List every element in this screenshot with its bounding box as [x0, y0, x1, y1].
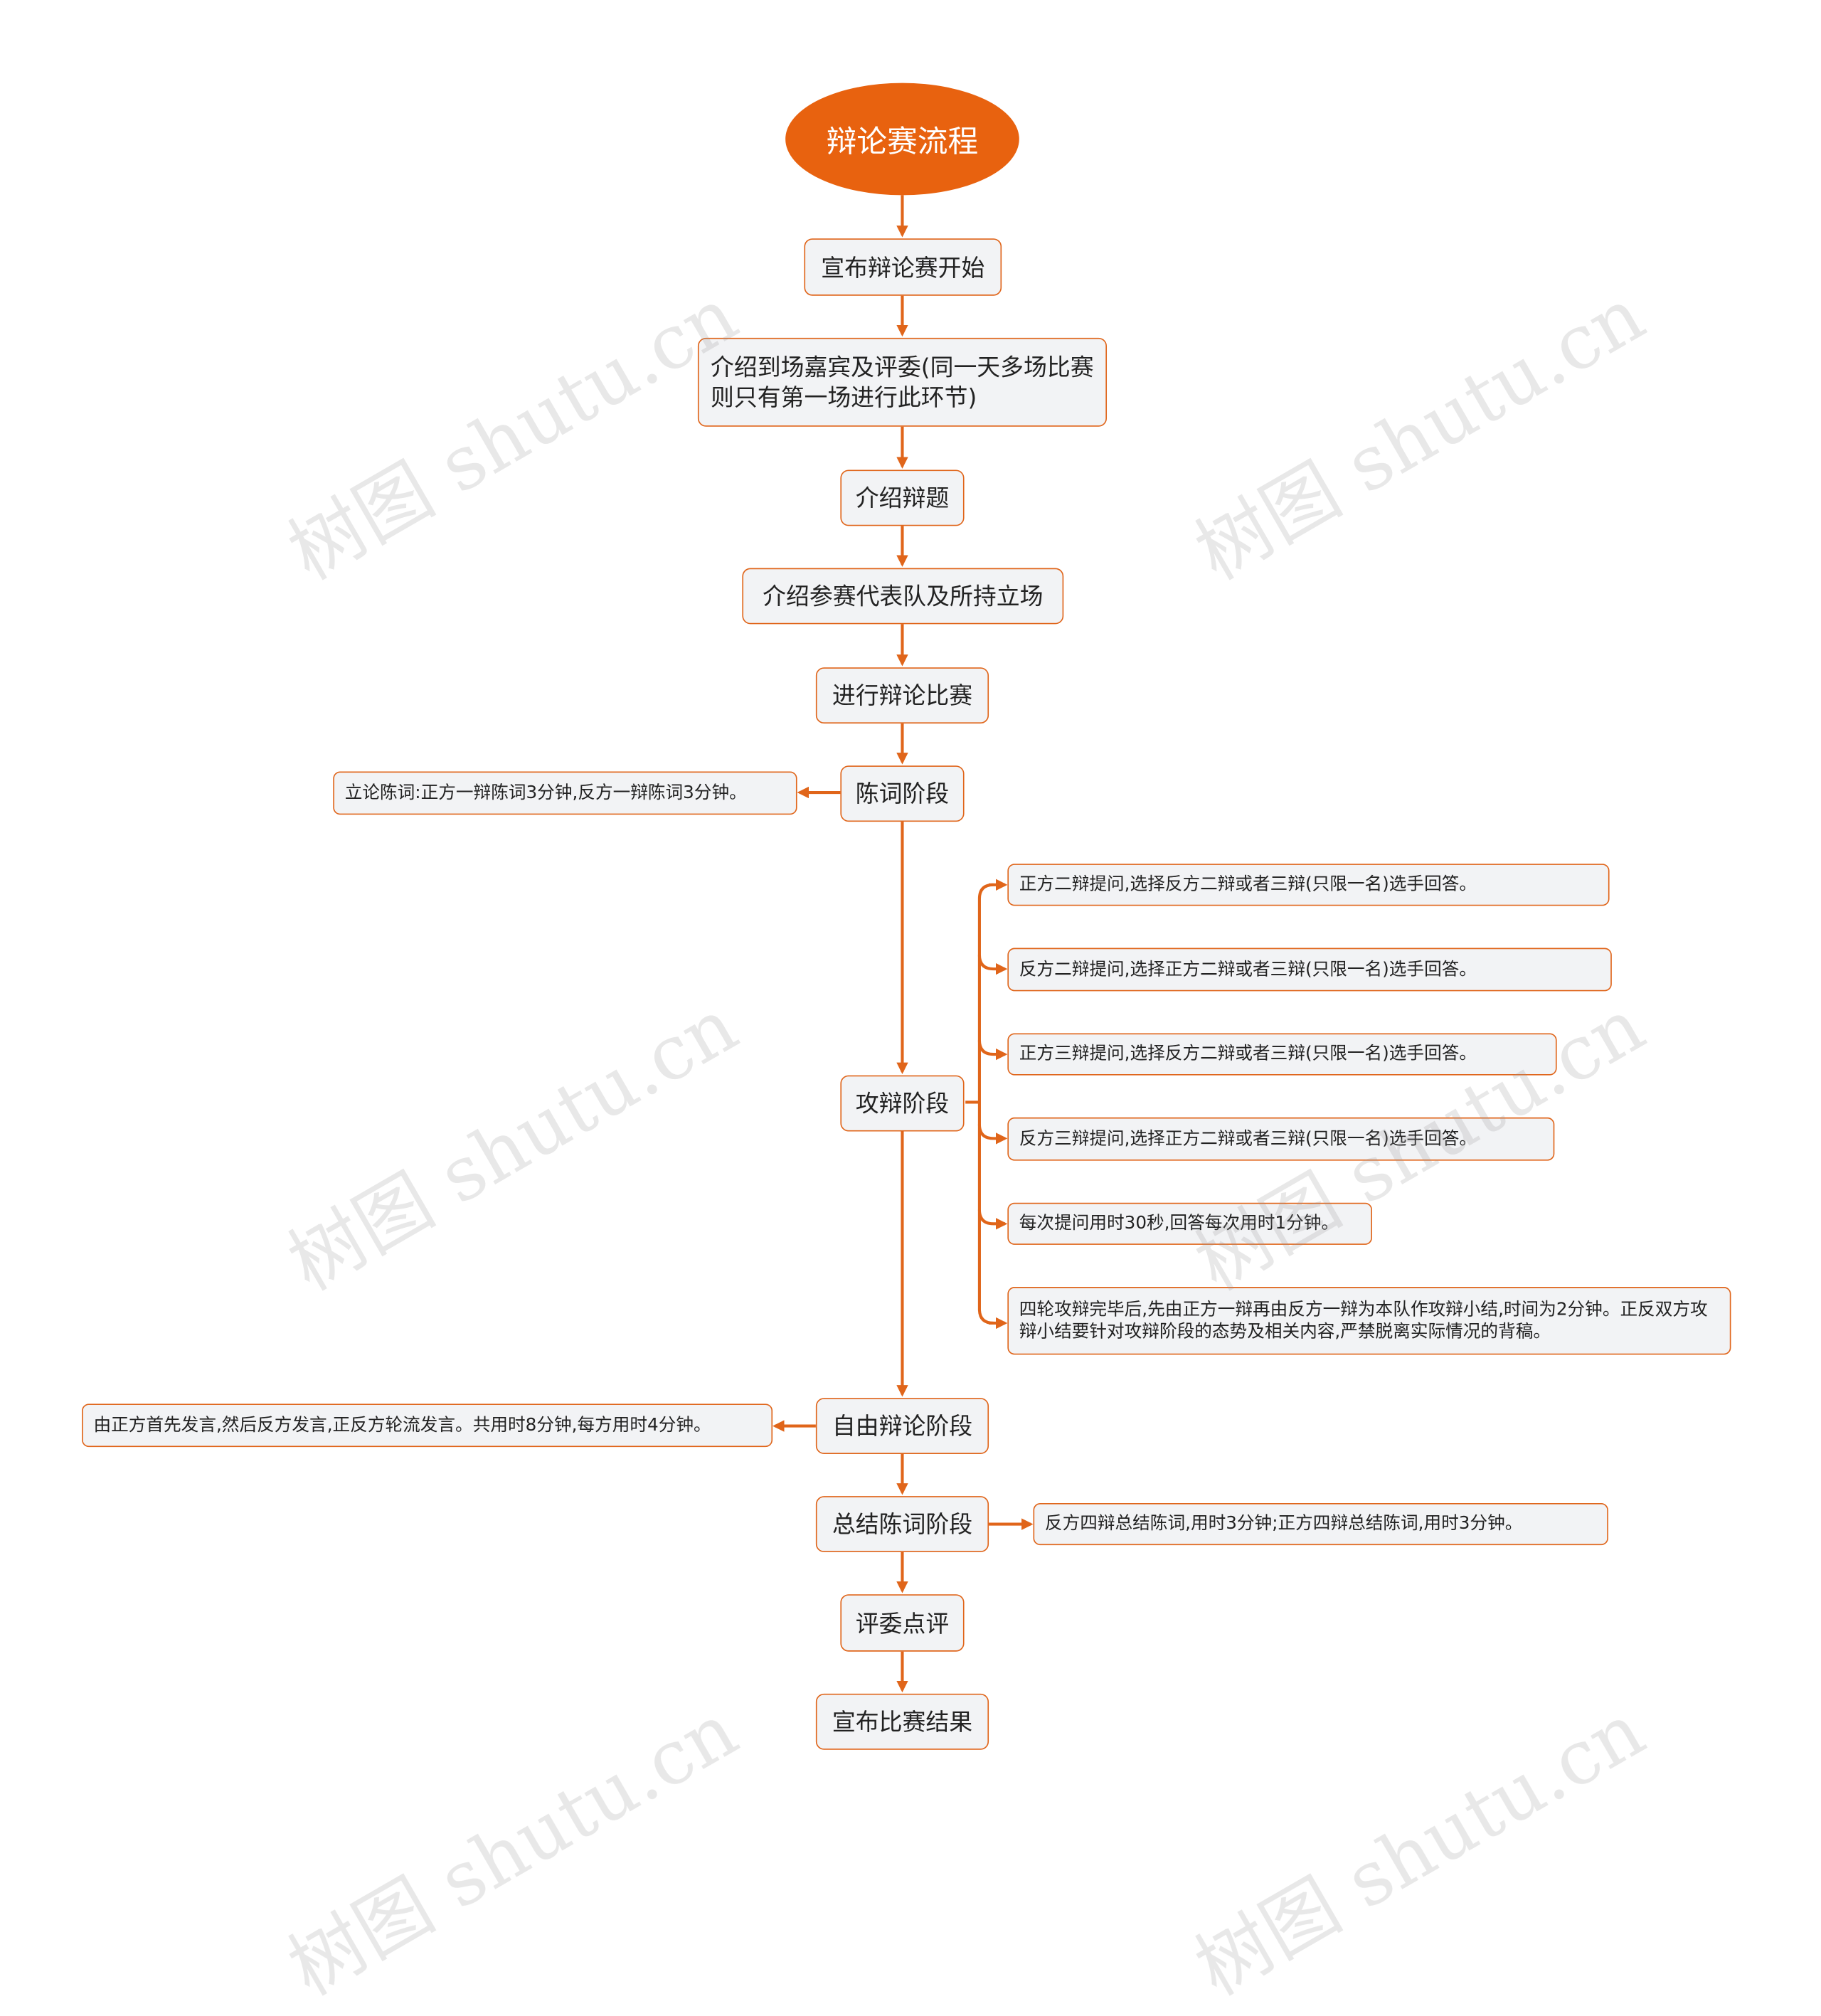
note-cross-exam-1: 正方二辩提问,选择反方二辩或者三辩(只限一名)选手回答。: [1007, 864, 1610, 906]
arrow-to-ce2: [977, 955, 1008, 975]
step-introduce-topic: 介绍辩题: [840, 469, 965, 526]
step-introduce-guests: 介绍到场嘉宾及评委(同一天多场比赛则只有第一场进行此环节): [697, 337, 1108, 427]
note-cross-exam-2: 反方二辩提问,选择正方二辩或者三辩(只限一名)选手回答。: [1007, 948, 1612, 992]
note-cross-exam-3: 正方三辩提问,选择反方二辩或者三辩(只限一名)选手回答。: [1007, 1033, 1557, 1076]
root-node-title: 辩论赛流程: [785, 83, 1019, 196]
note-cross-exam-4: 反方三辩提问,选择正方二辩或者三辩(只限一名)选手回答。: [1007, 1117, 1555, 1161]
note-free-debate: 由正方首先发言,然后反方发言,正反方轮流发言。共用时8分钟,每方用时4分钟。: [82, 1404, 773, 1448]
step-announce-start: 宣布辩论赛开始: [804, 238, 1002, 296]
connector-lines: [773, 195, 1034, 1693]
note-closing-statements: 反方四辩总结陈词,用时3分钟;正方四辩总结陈词,用时3分钟。: [1033, 1503, 1608, 1546]
step-cross-examination: 攻辩阶段: [840, 1075, 965, 1132]
note-opening-statements: 立论陈词:正方一辩陈词3分钟,反方一辩陈词3分钟。: [333, 771, 797, 815]
arrow-to-ce3: [977, 1040, 1008, 1061]
flowchart: 辩论赛流程 宣布辩论赛开始 介绍到场嘉宾及评委(同一天多场比赛则只有第一场进行此…: [82, 83, 1731, 2013]
bracket-cross-exam: [965, 883, 994, 1325]
step-free-debate: 自由辩论阶段: [815, 1398, 989, 1455]
arrow-to-ce4: [977, 1124, 1008, 1145]
arrow-to-ce5: [977, 1209, 1008, 1230]
step-judges-comments: 评委点评: [840, 1594, 965, 1652]
step-announce-results: 宣布比赛结果: [815, 1693, 989, 1750]
step-opening-statements: 陈词阶段: [840, 765, 965, 822]
step-introduce-teams: 介绍参赛代表队及所持立场: [742, 568, 1064, 625]
note-cross-exam-summary: 四轮攻辩完毕后,先由正方一辩再由反方一辩为本队作攻辩小结,时间为2分钟。正反双方…: [1007, 1287, 1731, 1355]
note-cross-exam-timing: 每次提问用时30秒,回答每次用时1分钟。: [1007, 1202, 1372, 1245]
step-closing-statements: 总结陈词阶段: [815, 1496, 989, 1553]
step-start-debate: 进行辩论比赛: [815, 667, 989, 724]
